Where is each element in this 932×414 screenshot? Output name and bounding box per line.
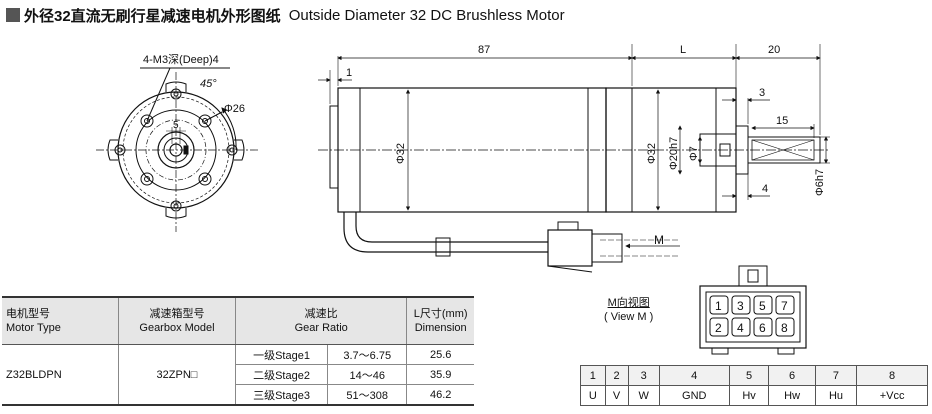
dim-1: 1 (346, 67, 352, 79)
table-row: 二级Stage2 14～46 35.9 (2, 364, 474, 385)
dia-7: Φ7 (688, 146, 700, 161)
title-cn: 外径32直流无刷行星减速电机外形图纸 (24, 7, 281, 25)
pin-signal: W (627, 385, 660, 406)
pin-bottom-4: 4 (737, 321, 744, 335)
connector-view-title-en: ( View M ) (604, 311, 654, 323)
dia-6h7: Φ6h7 (814, 169, 826, 196)
dim-20: 20 (768, 44, 780, 56)
dia-32-body: Φ32 (395, 143, 407, 164)
pin-signal: Hw (768, 385, 816, 406)
l-cell: 35.9 (406, 364, 474, 385)
dim-3: 3 (759, 87, 765, 99)
ratio-cell: 51～308 (327, 384, 407, 406)
gearbox-model-cell: 32ZPN□ (118, 344, 236, 406)
pin-number: 1 (580, 365, 606, 386)
table-row: 三级Stage3 51～308 46.2 (2, 384, 474, 406)
pin-signal-row: U V W GND Hv Hw Hu +Vcc (580, 385, 928, 406)
pin-top-5: 5 (759, 299, 766, 313)
pin-number-row: 1 2 3 4 5 6 7 8 (580, 365, 928, 386)
side-view (318, 44, 830, 273)
arrow-m-label: M (654, 233, 664, 247)
pin-top-3: 3 (737, 299, 744, 313)
front-center-label: 5 (173, 120, 179, 131)
pin-signal: U (580, 385, 606, 406)
pin-top-1: 1 (715, 299, 722, 313)
title-square-icon (6, 8, 20, 22)
ratio-cell: 3.7～6.75 (327, 344, 407, 365)
dim-15: 15 (776, 115, 788, 127)
pin-number: 8 (856, 365, 928, 386)
connector-face (699, 265, 807, 355)
spec-table: 电机型号 Motor Type 减速箱型号 Gearbox Model 减速比 … (2, 296, 474, 406)
pin-signal: +Vcc (856, 385, 928, 406)
l-cell: 25.6 (406, 344, 474, 365)
spec-header-row: 电机型号 Motor Type 减速箱型号 Gearbox Model 减速比 … (2, 296, 474, 345)
pin-grid (709, 295, 795, 337)
dim-l: L (680, 44, 686, 56)
pin-signal: GND (658, 385, 730, 406)
header-gear-ratio: 减速比 Gear Ratio (234, 296, 407, 345)
pin-number: 5 (728, 365, 770, 386)
pin-number: 2 (604, 365, 629, 386)
front-hole-label: 4-M3深(Deep)4 (143, 53, 219, 66)
header-motor-type: 电机型号 Motor Type (2, 296, 119, 345)
stage-cell: 三级Stage3 (234, 384, 328, 406)
header-l-dimension: L尺寸(mm) Dimension (406, 296, 474, 345)
ratio-cell: 14～46 (327, 364, 407, 385)
dim-87: 87 (478, 44, 490, 56)
l-cell: 46.2 (406, 384, 474, 406)
pin-number: 6 (768, 365, 816, 386)
front-diameter-label: Φ26 (224, 103, 245, 115)
pin-bottom-6: 6 (759, 321, 766, 335)
table-row: Z32BLDPN 32ZPN□ 一级Stage1 3.7～6.75 25.6 (2, 344, 474, 406)
dia-32-gear: Φ32 (646, 143, 658, 164)
pin-top-7: 7 (781, 299, 788, 313)
pin-signal: V (604, 385, 629, 406)
pin-bottom-2: 2 (715, 321, 722, 335)
pin-bottom-8: 8 (781, 321, 788, 335)
dim-4: 4 (762, 183, 768, 195)
front-angle-label: 45° (200, 78, 217, 90)
dia-20h7: Φ20h7 (668, 137, 680, 170)
page-title: 外径32直流无刷行星减速电机外形图纸 Outside Diameter 32 D… (6, 4, 565, 26)
title-en: Outside Diameter 32 DC Brushless Motor (288, 6, 565, 24)
pin-signal: Hu (814, 385, 858, 406)
pin-number: 7 (814, 365, 858, 386)
front-view (96, 67, 258, 232)
pin-table: 1 2 3 4 5 6 7 8 U V W GND Hv Hw Hu +Vcc (580, 365, 928, 406)
pin-number: 3 (627, 365, 660, 386)
header-gearbox-model: 减速箱型号 Gearbox Model (118, 296, 236, 345)
motor-type-cell: Z32BLDPN (2, 344, 119, 406)
stage-cell: 二级Stage2 (234, 364, 328, 385)
pin-number: 4 (658, 365, 730, 386)
connector-view-caption: M向视图 ( View M ) (604, 296, 653, 324)
stage-cell: 一级Stage1 (234, 344, 328, 365)
pin-signal: Hv (728, 385, 770, 406)
connector-view-title-cn: M向视图 (607, 297, 650, 309)
